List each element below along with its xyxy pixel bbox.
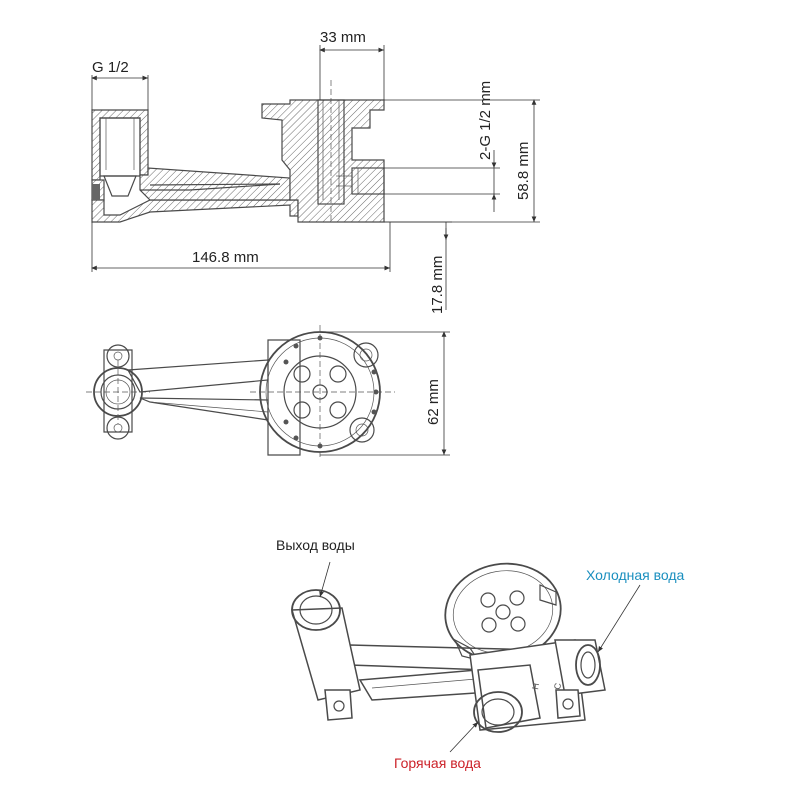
side-section-view [91, 80, 385, 223]
leader-cold [597, 584, 641, 653]
dimension-17-8mm [384, 221, 452, 310]
dimension-146-8mm [91, 222, 391, 272]
dim-label-17-8mm: 17.8 mm [429, 256, 446, 314]
dimension-g12 [91, 75, 149, 110]
label-cold-water: Холодная вода [586, 567, 685, 583]
dim-label-2g12: 2-G 1/2 mm [477, 81, 494, 160]
dim-label-33mm: 33 mm [320, 29, 366, 46]
dim-label-58-8mm: 58.8 mm [515, 142, 532, 200]
leader-hot [449, 721, 479, 753]
dim-label-146-8mm: 146.8 mm [192, 249, 259, 266]
dimension-33mm [319, 45, 385, 100]
top-view [86, 325, 395, 460]
isometric-view: H C [291, 562, 606, 733]
dimension-2g12 [384, 150, 500, 212]
svg-text:C: C [552, 682, 563, 691]
dim-label-62mm: 62 mm [425, 379, 442, 425]
leader-outlet [319, 561, 331, 598]
dim-label-g12: G 1/2 [92, 59, 129, 76]
svg-text:H: H [530, 682, 541, 690]
label-water-outlet: Выход воды [276, 537, 355, 553]
dimension-62mm [320, 331, 450, 456]
label-hot-water: Горячая вода [394, 755, 481, 771]
